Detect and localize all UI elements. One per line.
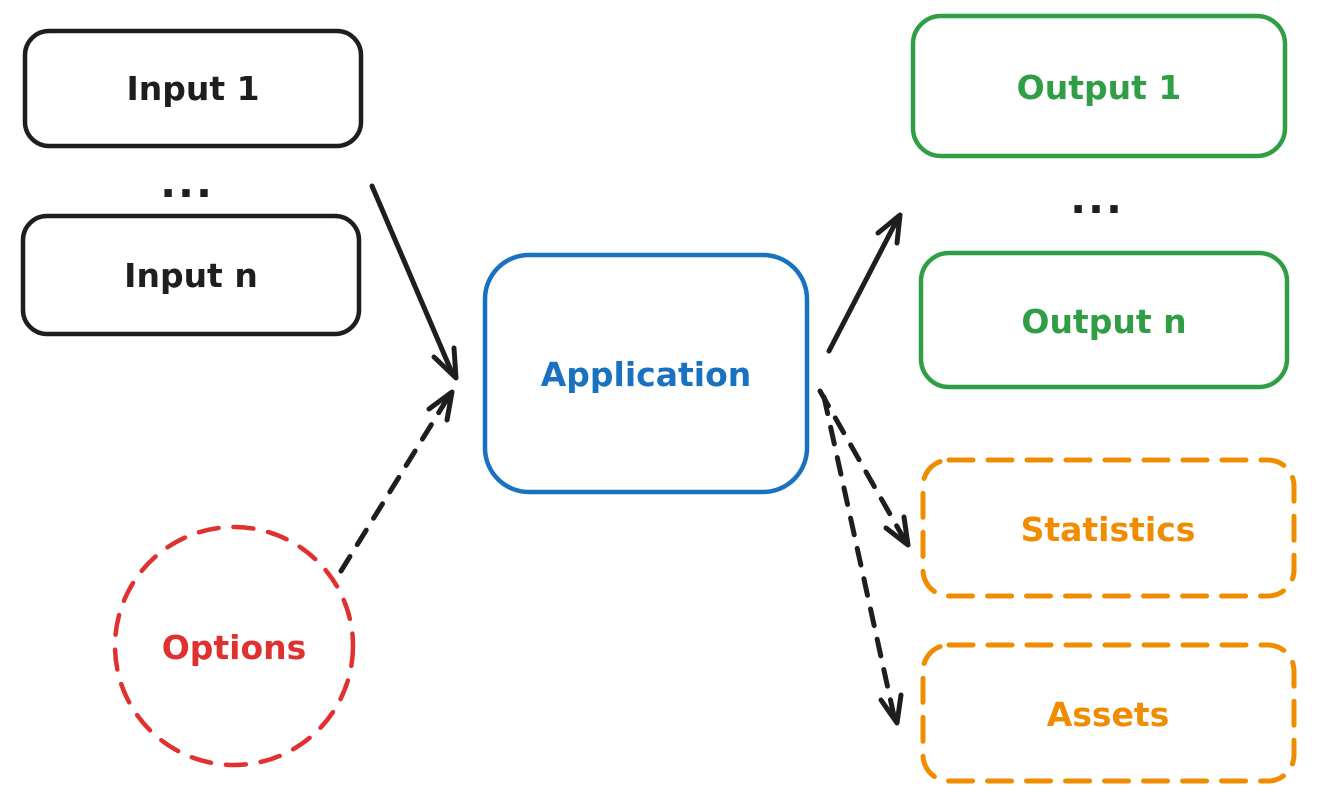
options-circle (112, 524, 356, 768)
inputs-ellipsis: ... (160, 158, 214, 207)
arrow-application-to-outputs-shaft (826, 217, 900, 354)
statistics-label: Statistics (1021, 510, 1196, 549)
arrow-application-to-outputs-head (875, 212, 903, 246)
input-1-label: Input 1 (126, 69, 259, 108)
arrow-application-to-assets (821, 394, 904, 726)
application-label: Application (541, 355, 752, 394)
outputs-ellipsis: ... (1070, 174, 1124, 223)
output-n-label: Output n (1021, 302, 1186, 341)
output-1-box (910, 13, 1288, 159)
arrow-application-to-statistics (817, 388, 911, 548)
arrow-inputs-to-application (369, 183, 459, 381)
statistics-box (920, 457, 1297, 599)
input-n-label: Input n (124, 256, 258, 295)
assets-box (920, 642, 1297, 784)
assets-label: Assets (1047, 695, 1170, 734)
arrow-application-to-assets-head (878, 692, 904, 726)
arrow-options-to-application (338, 389, 455, 574)
input-1-box (22, 28, 364, 149)
arrow-application-to-assets-shaft (821, 394, 897, 719)
arrow-inputs-to-application-shaft (369, 183, 456, 378)
input-n-box (20, 213, 362, 337)
arrow-options-to-application-head (426, 389, 455, 423)
arrow-options-to-application-shaft (338, 393, 452, 574)
arrow-application-to-statistics-head (883, 514, 911, 548)
output-1-label: Output 1 (1017, 68, 1182, 107)
arrow-inputs-to-application-head (431, 345, 459, 381)
output-n-box (918, 250, 1290, 390)
application-box (482, 252, 810, 495)
options-label: Options (162, 628, 307, 667)
arrow-application-to-statistics-shaft (817, 388, 906, 540)
arrow-application-to-outputs (826, 212, 903, 354)
